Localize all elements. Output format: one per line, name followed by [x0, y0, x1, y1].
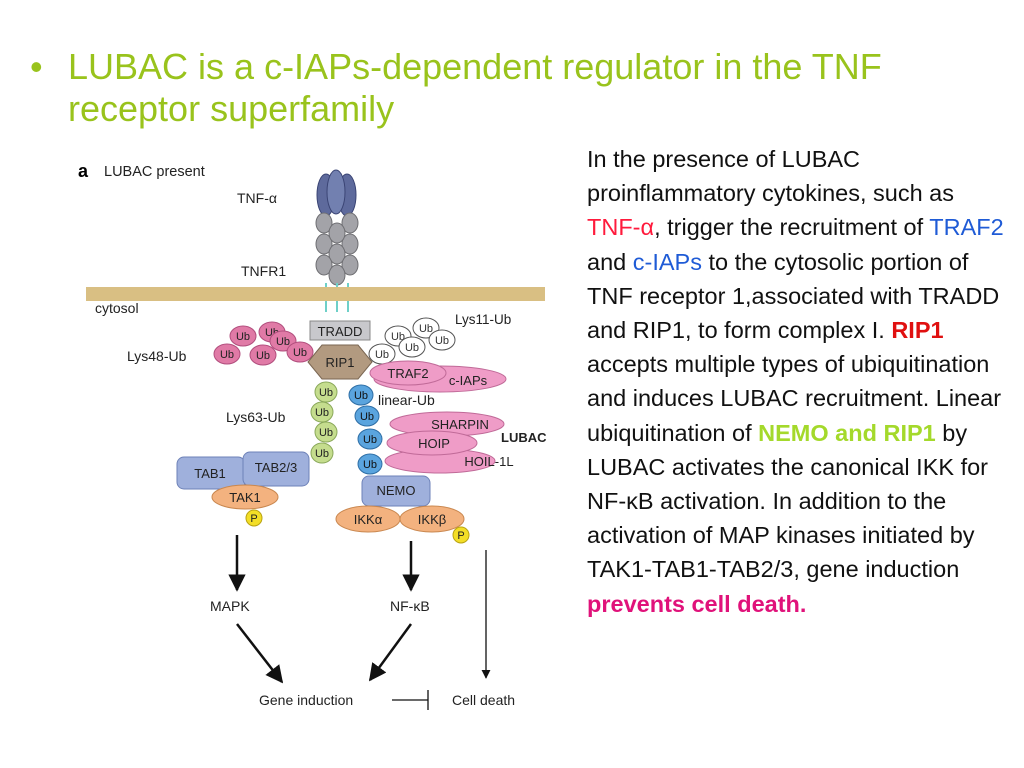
svg-text:Ub: Ub: [354, 390, 368, 402]
highlight-traf2: TRAF2: [929, 214, 1004, 241]
gene-induction-label: Gene induction: [259, 692, 353, 708]
svg-text:Ub: Ub: [405, 342, 419, 354]
rip1: [307, 344, 373, 380]
para-text-1: In the presence of LUBAC proinflammatory…: [587, 146, 955, 207]
tnf-alpha-label: TNF-α: [237, 190, 277, 206]
sharpin-label: SHARPIN: [431, 417, 489, 432]
ikkb-phospho-label: P: [457, 530, 464, 542]
svg-text:Ub: Ub: [419, 323, 433, 335]
svg-text:Ub: Ub: [435, 335, 449, 347]
title-text: LUBAC is a c-IAPs-dependent regulator in…: [68, 46, 882, 129]
tnfr1-receptor: [315, 212, 359, 286]
svg-text:Ub: Ub: [256, 350, 270, 362]
tab1-label: TAB1: [194, 466, 226, 481]
lys11-label: Lys11-Ub: [455, 312, 511, 327]
tak1: [211, 484, 279, 510]
svg-text:Ub: Ub: [276, 336, 290, 348]
panel-title: LUBAC present: [104, 164, 205, 180]
lubac-pathway-diagram: a LUBAC present TNF-α TNFR1 cytosol TRAD…: [78, 161, 547, 710]
ikkb-phospho: [452, 526, 470, 544]
tradd-label: TRADD: [318, 324, 363, 339]
hoip-label: HOIP: [418, 436, 450, 451]
svg-text:Ub: Ub: [375, 349, 389, 361]
highlight-rip1: RIP1: [891, 317, 944, 344]
pathway-arrows: [228, 535, 420, 684]
nfkb-label: NF-κB: [390, 598, 430, 614]
tak1-phospho: [245, 509, 263, 527]
highlight-prevents-cell-death: prevents cell death.: [587, 590, 807, 617]
svg-text:Ub: Ub: [220, 349, 234, 361]
highlight-nemo-rip1: NEMO and RIP1: [758, 419, 936, 446]
tradd: [309, 320, 371, 341]
rip1-label: RIP1: [326, 355, 355, 370]
panel-letter: a: [78, 161, 89, 181]
tnfr1-label: TNFR1: [241, 263, 286, 279]
cell-membrane: [86, 287, 545, 301]
svg-text:Ub: Ub: [293, 347, 307, 359]
bullet: •: [30, 46, 43, 87]
lys63-ub-chain: Ub Ub Ub Ub: [310, 381, 338, 464]
arrow-mapk-gene: [236, 623, 284, 684]
svg-text:Ub: Ub: [236, 331, 250, 343]
arrow-nfkb-gene: [368, 623, 413, 682]
lys11-ub-chain: Ub Ub Ub Ub Ub: [368, 317, 456, 365]
para-text-4: to the cytosolic portion of TNF receptor…: [587, 248, 1000, 344]
cell-death-label: Cell death: [452, 692, 515, 708]
tak1-phospho-label: P: [250, 513, 257, 525]
tnf-alpha-ligand: [316, 169, 357, 217]
linear-ub-label: linear-Ub: [378, 392, 435, 408]
slide-title: • LUBAC is a c-IAPs-dependent regulator …: [30, 46, 910, 130]
linear-ub-chain: Ub Ub Ub Ub: [348, 384, 383, 475]
highlight-tnf: TNF-α: [587, 214, 655, 241]
svg-text:Ub: Ub: [363, 459, 377, 471]
svg-text:Ub: Ub: [360, 411, 374, 423]
lubac-label: LUBAC: [501, 430, 547, 445]
highlight-ciaps: c-IAPs: [632, 248, 702, 275]
tab23-label: TAB2/3: [255, 460, 297, 475]
svg-text:Ub: Ub: [319, 387, 333, 399]
ikkb-label: IKKβ: [418, 512, 446, 527]
mapk-label: MAPK: [210, 598, 250, 614]
svg-text:Ub: Ub: [315, 448, 329, 460]
tab23: [242, 451, 310, 487]
para-text-2: , trigger the recruitment of: [654, 214, 930, 241]
tak1-label: TAK1: [229, 490, 261, 505]
svg-text:Ub: Ub: [319, 427, 333, 439]
para-text-5: accepts multiple types of ubiquitination…: [587, 351, 1002, 446]
traf2: [369, 360, 447, 386]
hoil-label: HOIL-1L: [464, 454, 513, 469]
svg-text:Ub: Ub: [363, 434, 377, 446]
svg-text:Ub: Ub: [315, 407, 329, 419]
lys48-ub-chain: Ub Ub Ub Ub Ub Ub: [213, 321, 314, 366]
para-text-6: by LUBAC activates the canonical IKK for…: [587, 419, 989, 583]
description-paragraph: In the presence of LUBAC proinflammatory…: [587, 142, 1012, 621]
nemo: [361, 475, 431, 507]
lys48-label: Lys48-Ub: [127, 348, 187, 364]
ikkb: [399, 505, 465, 533]
lubac-complex: [384, 411, 505, 474]
para-text-3: and: [587, 248, 633, 275]
cytosol-label: cytosol: [95, 300, 139, 316]
ikka-label: IKKα: [354, 512, 383, 527]
lys63-label: Lys63-Ub: [226, 409, 286, 425]
svg-text:Ub: Ub: [391, 331, 405, 343]
ciaps-label: c-IAPs: [449, 373, 488, 388]
nemo-label: NEMO: [377, 483, 416, 498]
traf2-label: TRAF2: [387, 366, 428, 381]
